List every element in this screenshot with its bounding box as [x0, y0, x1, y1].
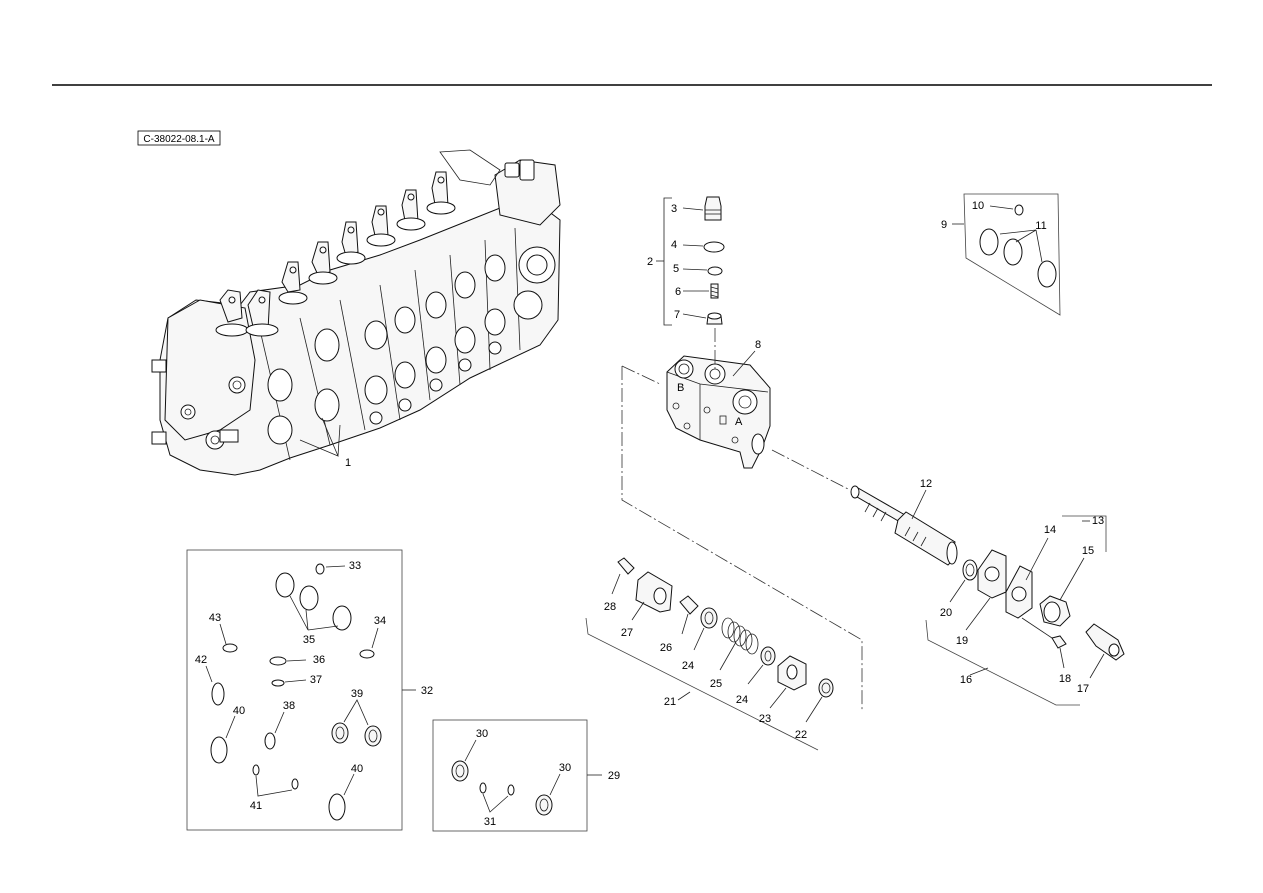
- callout-5: 5: [673, 263, 679, 275]
- spool-12: 12: [850, 478, 958, 566]
- callout-6: 6: [675, 286, 681, 298]
- control-valve-assembly: 1: [151, 149, 561, 476]
- exploded-centerline-left: [621, 366, 863, 712]
- callout-23: 23: [759, 713, 771, 725]
- callout-29: 29: [608, 770, 620, 782]
- callout-31: 31: [484, 816, 496, 828]
- seal-kit-9: 9 10 11: [941, 193, 1061, 316]
- callout-2: 2: [647, 256, 653, 268]
- callout-37: 37: [310, 674, 322, 686]
- callout-34: 34: [374, 615, 386, 627]
- callout-26: 26: [660, 642, 672, 654]
- callout-3: 3: [671, 203, 677, 215]
- callout-30a: 30: [476, 728, 488, 740]
- callout-7: 7: [674, 309, 680, 321]
- exploded-centerline-spool: [771, 449, 851, 491]
- callout-41: 41: [250, 800, 262, 812]
- callout-27: 27: [621, 627, 633, 639]
- callout-24b: 24: [736, 694, 748, 706]
- callout-35: 35: [303, 634, 315, 646]
- callout-36: 36: [313, 654, 325, 666]
- spool-cap-group: 13 16 20 19 14 15 18 17: [925, 515, 1125, 706]
- callout-25: 25: [710, 678, 722, 690]
- callout-11: 11: [1035, 220, 1046, 232]
- exploded-centerline-main: [621, 365, 661, 385]
- callout-13: 13: [1092, 515, 1104, 527]
- valve-section-body: B A 8: [666, 328, 771, 469]
- callout-20: 20: [940, 607, 952, 619]
- callout-40a: 40: [233, 705, 245, 717]
- callout-15: 15: [1082, 545, 1094, 557]
- callout-32: 32: [421, 685, 433, 697]
- callout-40b: 40: [351, 763, 363, 775]
- callout-16: 16: [960, 674, 972, 686]
- callout-39: 39: [351, 688, 363, 700]
- callout-43: 43: [209, 612, 221, 624]
- callout-10: 10: [972, 200, 984, 212]
- callout-21: 21: [664, 696, 676, 708]
- port-b-mark: B: [677, 382, 684, 394]
- callout-19: 19: [956, 635, 968, 647]
- callout-8: 8: [755, 339, 761, 351]
- callout-33: 33: [349, 560, 361, 572]
- seal-kit-32: 32 33 35 34 43 36 37 42 38 39 40: [186, 549, 433, 831]
- callout-42: 42: [195, 654, 207, 666]
- reference-code-tag: C-38022-08.1-A: [137, 130, 221, 146]
- callout-28: 28: [604, 601, 616, 613]
- callout-12: 12: [920, 478, 932, 490]
- svg-text:C-38022-08.1-A: C-38022-08.1-A: [143, 134, 214, 145]
- callout-24a: 24: [682, 660, 694, 672]
- callout-17: 17: [1077, 683, 1089, 695]
- callout-14: 14: [1044, 524, 1056, 536]
- callout-4: 4: [671, 239, 677, 251]
- callout-1: 1: [345, 457, 351, 469]
- spring-group: 21 28 27 26 24 25 24: [585, 557, 834, 751]
- callout-18: 18: [1059, 673, 1071, 685]
- port-a-mark: A: [735, 416, 743, 428]
- relief-valve-group: 2 3 4 5 6 7: [647, 196, 725, 326]
- seal-kit-29: 29 30 30 31: [432, 719, 620, 832]
- callout-38: 38: [283, 700, 295, 712]
- callout-30b: 30: [559, 762, 571, 774]
- callout-9: 9: [941, 219, 947, 231]
- callout-22: 22: [795, 729, 807, 741]
